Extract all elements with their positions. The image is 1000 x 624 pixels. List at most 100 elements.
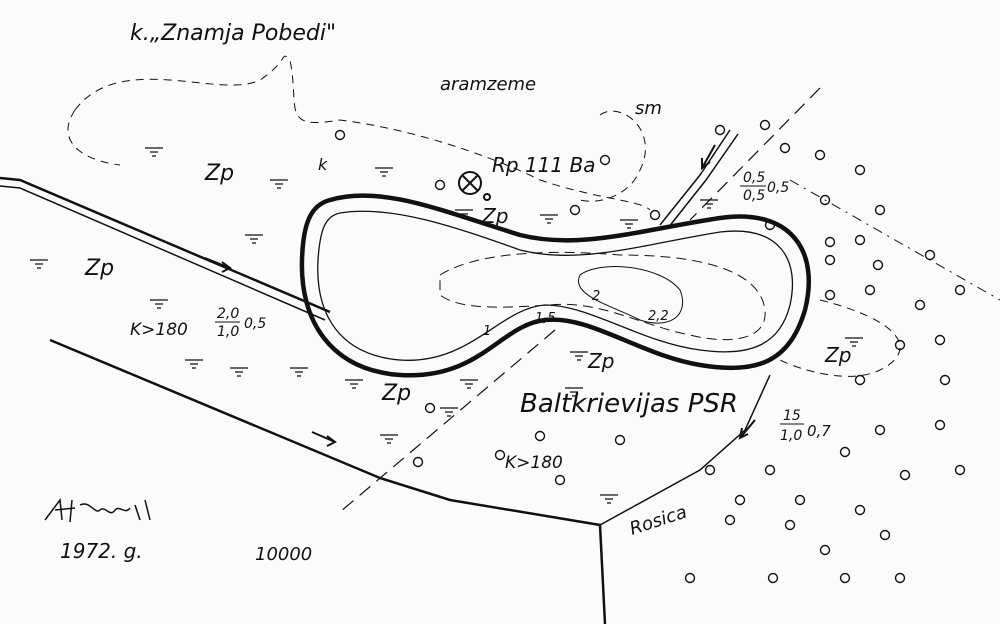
sand-dot [764, 464, 776, 476]
sand-dot [494, 449, 506, 461]
k-marker: k [318, 155, 328, 174]
marsh-symbol [440, 407, 458, 417]
sand-dot [734, 494, 746, 506]
sand-dot [724, 514, 736, 526]
depth-label: 1,5 [535, 311, 556, 326]
sand-dot [759, 119, 771, 131]
marsh-symbol [230, 367, 248, 377]
sand-dot [614, 434, 626, 446]
sand-dot [939, 374, 951, 386]
sand-dot [599, 154, 611, 166]
fraction-top: 0,5 [743, 170, 765, 186]
sand-dot [434, 179, 446, 191]
sand-dot [934, 334, 946, 346]
sand-dot [894, 339, 906, 351]
marsh-symbol [845, 337, 863, 347]
road-upper [0, 176, 331, 314]
sand-dot [874, 204, 886, 216]
sand-dot [839, 572, 851, 584]
zp-label: Zp [84, 256, 114, 281]
lake-contour-2 [577, 266, 684, 324]
kolkhoz-label: k.„Znamja Pobedi" [130, 21, 336, 46]
river-label: Rosica [627, 502, 689, 540]
sand-dot [854, 374, 866, 386]
sand-dot [824, 289, 836, 301]
sm-boundary [579, 110, 646, 202]
sand-dot [824, 236, 836, 248]
fraction-top: 2,0 [217, 306, 239, 322]
marsh-symbols [30, 147, 863, 504]
sand-dot [819, 544, 831, 556]
fraction-top: 15 [783, 408, 801, 424]
flow-arrow-icon [738, 419, 756, 440]
sand-dot [569, 204, 581, 216]
zp-label: Zp [587, 349, 614, 373]
sand-dot [334, 129, 346, 141]
fraction-label: 0,5 0,5 0,5 [740, 170, 789, 204]
sand-dot [412, 456, 424, 468]
zp-label: Zp [204, 161, 234, 186]
sand-dot [819, 194, 831, 206]
fraction-bottom: 1,0 [217, 324, 239, 340]
sand-dot [934, 419, 946, 431]
flow-arrow-icon [701, 144, 716, 170]
sand-dot [764, 219, 776, 231]
sand-dot [879, 529, 891, 541]
sand-dot [704, 464, 716, 476]
zp-label: Zp [481, 204, 508, 228]
zone-boundary-west [67, 109, 121, 166]
marsh-symbol [455, 209, 473, 219]
sand-dot [534, 430, 546, 442]
fraction-label: 2,0 1,0 0,5 [215, 306, 266, 340]
marsh-symbol [375, 167, 393, 177]
sand-dot [854, 164, 866, 176]
sand-dot [854, 504, 866, 516]
sand-dot [872, 259, 884, 271]
depth-label: 2 [592, 289, 600, 304]
sand-dot [424, 402, 436, 414]
sand-dot [779, 142, 791, 154]
sand-dot [814, 149, 826, 161]
sand-dot [684, 572, 696, 584]
sand-dot [924, 249, 936, 261]
zone-boundary-east [789, 179, 1000, 301]
benchmark-icon [458, 171, 491, 201]
permeability-label: K>180 [130, 320, 188, 340]
signature [44, 498, 151, 523]
sand-dot [554, 474, 566, 486]
sand-dot [954, 464, 966, 476]
sand-dot [714, 124, 726, 136]
fraction-side: 0,5 [767, 180, 789, 196]
fraction-side: 0,7 [807, 422, 831, 440]
marsh-symbol [600, 494, 618, 504]
border-line [599, 374, 771, 526]
marsh-symbol [270, 179, 288, 189]
marsh-symbol [290, 367, 308, 377]
permeability-label: K>180 [505, 453, 563, 473]
marsh-symbol [620, 219, 638, 229]
fraction-side: 0,5 [244, 316, 266, 332]
sand-dot [794, 494, 806, 506]
flow-arrow-icon [311, 431, 337, 447]
fraction-label: 15 1,0 0,7 [780, 408, 831, 444]
sand-dot [954, 284, 966, 296]
scale-label: 10000 [255, 544, 312, 565]
zp-label: Zp [381, 381, 411, 406]
lake-contour-1 [317, 210, 794, 361]
fraction-bottom: 1,0 [780, 428, 802, 444]
sand-dot [864, 284, 876, 296]
sand-dot [899, 469, 911, 481]
sand-dot [914, 299, 926, 311]
marsh-symbol [345, 379, 363, 389]
year-label: 1972. g. [60, 539, 143, 563]
marsh-symbol [540, 214, 558, 224]
sand-dot [874, 424, 886, 436]
road-lower [49, 338, 607, 624]
road-upper-edge [0, 185, 326, 321]
sand-dot [784, 519, 796, 531]
sand-dot [824, 254, 836, 266]
arable-land-label: aramzeme [440, 74, 536, 95]
marsh-symbol [185, 359, 203, 369]
sand-dot [767, 572, 779, 584]
marsh-symbol [460, 379, 478, 389]
